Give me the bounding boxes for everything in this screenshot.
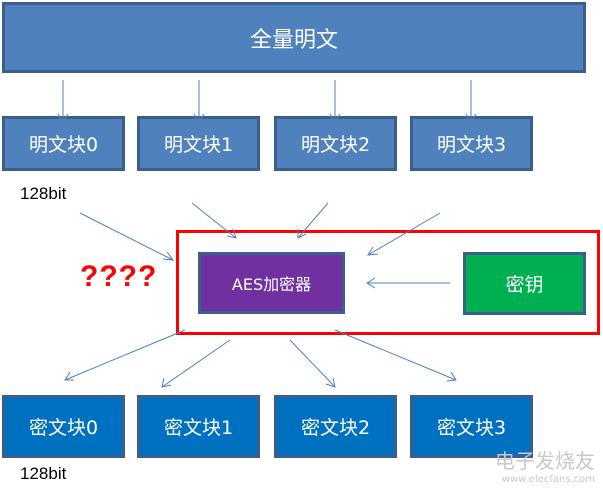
arrow-icon <box>367 212 441 256</box>
arrow-icon <box>289 339 336 388</box>
arrow-icon <box>329 80 341 125</box>
watermark: 电子发烧友 www.elecfans.com <box>495 445 595 485</box>
arrow-icon <box>161 339 231 388</box>
watermark-brand: 电子发烧友 <box>495 449 595 473</box>
plaintext-block-0: 明文块0 <box>2 116 125 171</box>
output-arrows <box>64 329 457 388</box>
full-plaintext-box: 全量明文 <box>2 2 586 73</box>
arrow-icon <box>465 80 477 125</box>
arrow-icon <box>193 80 205 125</box>
block-size-label-top: 128bit <box>20 184 67 203</box>
ciphertext-block-3: 密文块3 <box>410 395 533 458</box>
arrow-icon <box>79 212 175 261</box>
arrow-icon <box>297 202 329 239</box>
block-size-label-bottom: 128bit <box>20 464 67 483</box>
arrow-icon <box>334 329 457 382</box>
plaintext-block-3: 明文块3 <box>410 116 533 171</box>
arrow-icon <box>191 202 237 239</box>
question-marks: ???? <box>80 260 158 293</box>
input-arrows <box>79 202 441 261</box>
key-box: 密钥 <box>463 252 586 315</box>
ciphertext-block-2: 密文块2 <box>274 395 397 458</box>
split-arrows <box>57 80 477 125</box>
plaintext-block-2: 明文块2 <box>274 116 397 171</box>
highlight-frame <box>176 230 600 335</box>
ciphertext-block-1: 密文块1 <box>137 395 260 458</box>
key-arrow-icon <box>366 277 450 289</box>
arrow-icon <box>57 80 69 125</box>
aes-encryptor-box: AES加密器 <box>198 252 345 314</box>
ciphertext-block-0: 密文块0 <box>2 395 125 458</box>
watermark-url: www.elecfans.com <box>501 474 595 485</box>
arrow-icon <box>64 329 186 381</box>
